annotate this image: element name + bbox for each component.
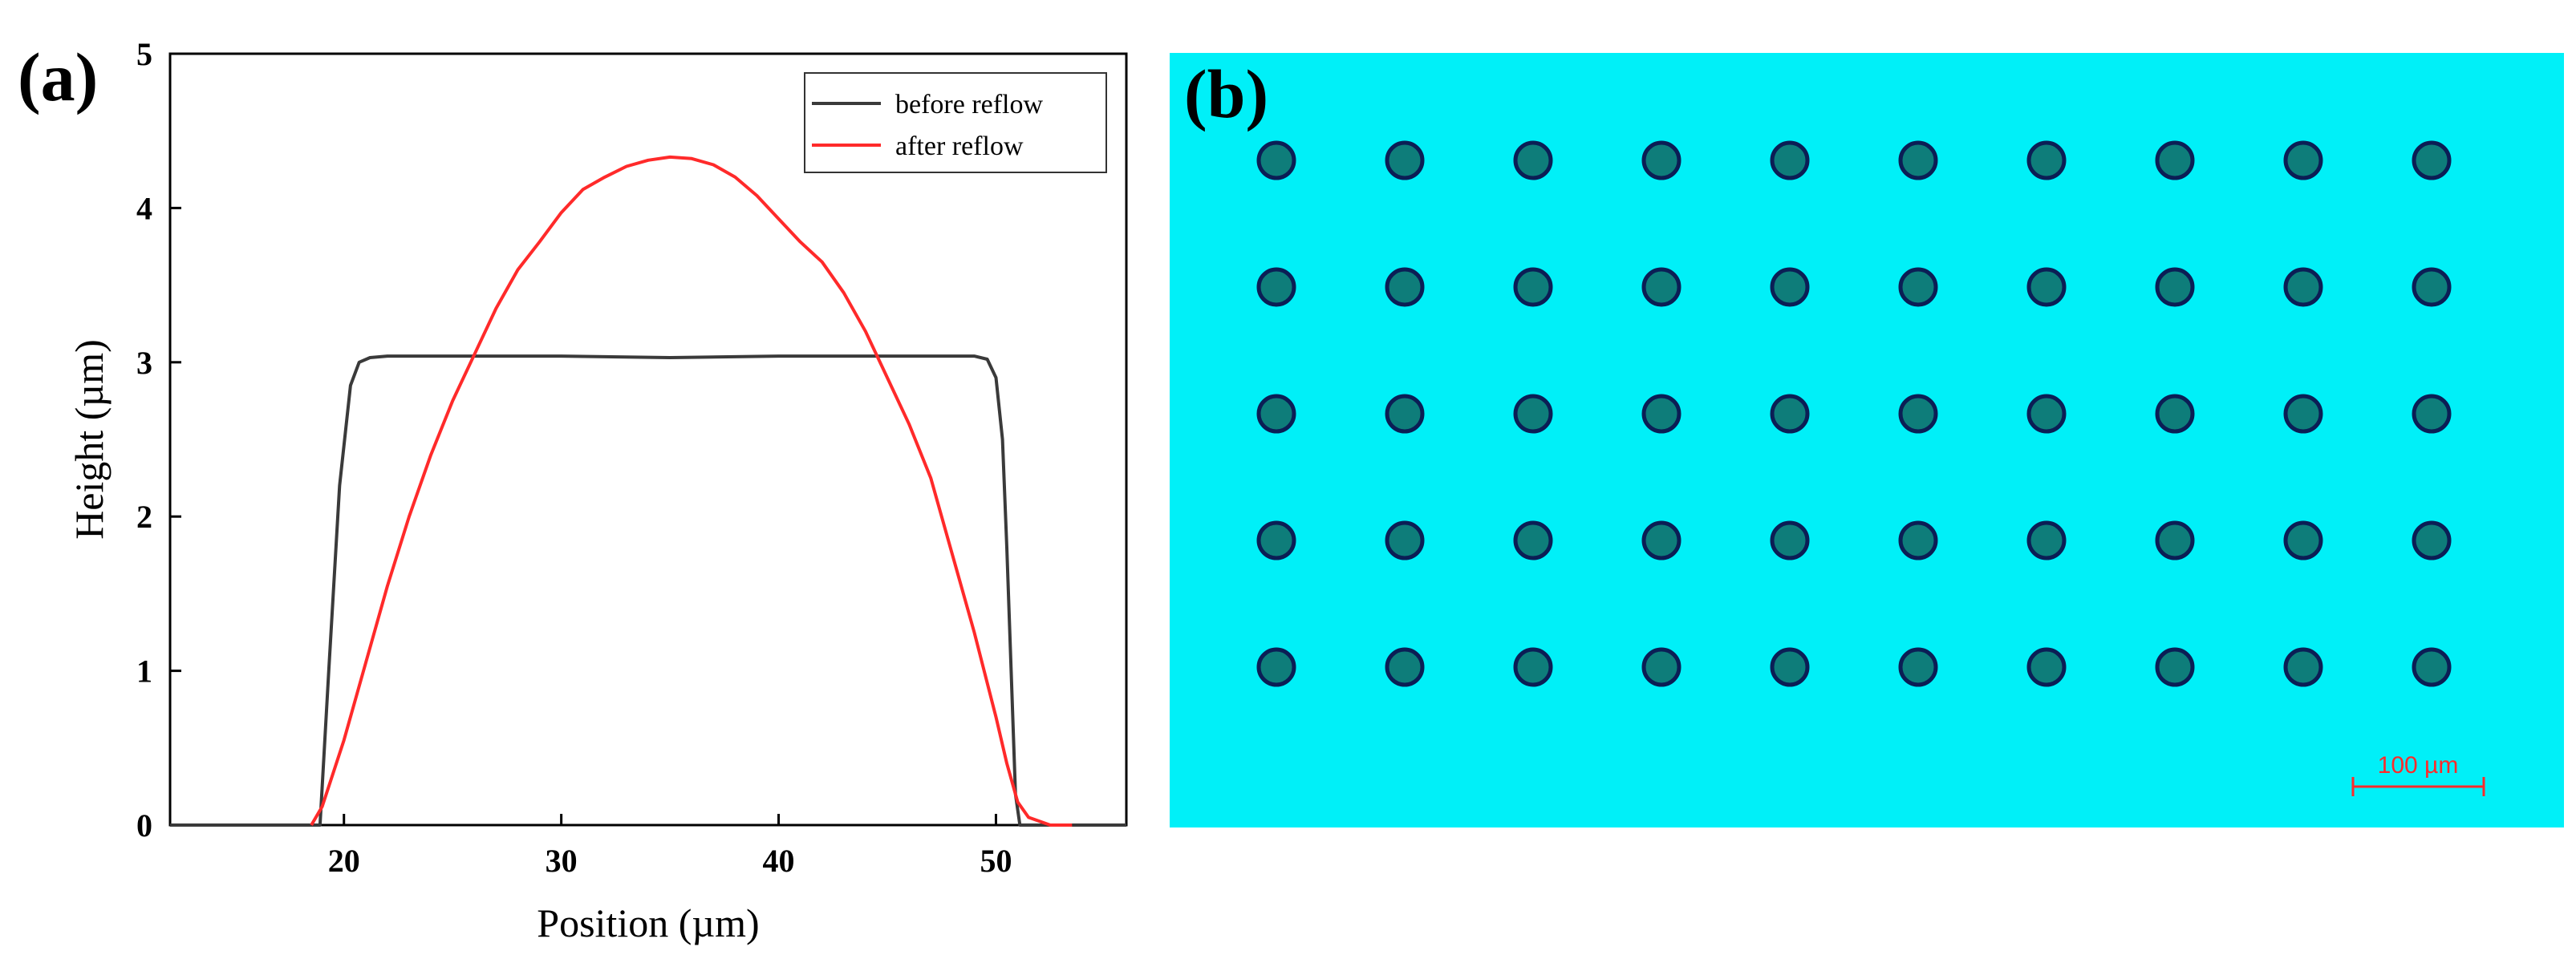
microlens-dot [2412, 520, 2452, 560]
microlens-dot [1256, 647, 1296, 687]
microlens-dot [2155, 520, 2195, 560]
microlens-dot [1770, 267, 1810, 307]
x-tick-label: 20 [328, 843, 360, 879]
microlens-dot [2412, 394, 2452, 434]
microlens-dot [1641, 267, 1681, 307]
y-tick-label: 4 [136, 190, 152, 226]
microlens-dot [1641, 647, 1681, 687]
microlens-dot [1256, 267, 1296, 307]
series-line-after-reflow [310, 155, 1073, 827]
microlens-dot [1256, 394, 1296, 434]
microlens-dot [1770, 140, 1810, 180]
microlens-dot [2283, 647, 2323, 687]
legend-label-before-reflow: before reflow [895, 90, 1044, 119]
microlens-dot [1513, 394, 1553, 434]
microlens-grid [1256, 140, 2452, 687]
series-line-before-reflow [170, 354, 1126, 827]
microlens-dot [1898, 394, 1938, 434]
microlens-dot [1256, 520, 1296, 560]
microlens-dot [2026, 140, 2067, 180]
microlens-dot [1641, 140, 1681, 180]
microlens-dot [1898, 520, 1938, 560]
y-tick-label: 0 [136, 807, 152, 844]
y-tick-label: 5 [136, 36, 152, 72]
x-axis-ticks: 20 30 40 50 [328, 814, 1012, 879]
microlens-dot [1385, 394, 1425, 434]
y-tick-label: 1 [136, 653, 152, 690]
microlens-dot [2026, 394, 2067, 434]
microlens-dot [1256, 140, 1296, 180]
microlens-dot [1770, 394, 1810, 434]
microlens-dot [1513, 140, 1553, 180]
legend-label-after-reflow: after reflow [895, 132, 1024, 161]
image-background [1170, 53, 2564, 827]
series-layer [170, 155, 1126, 827]
microlens-dot [1898, 267, 1938, 307]
microlens-dot [2283, 267, 2323, 307]
microlens-dot [1385, 267, 1425, 307]
microlens-dot [2026, 267, 2067, 307]
x-tick-label: 30 [546, 843, 578, 879]
x-tick-label: 50 [980, 843, 1012, 879]
microlens-dot [1513, 520, 1553, 560]
x-tick-label: 40 [763, 843, 795, 879]
y-axis-ticks: 0 1 2 3 4 5 [136, 36, 181, 844]
panel-b-label: (b) [1184, 55, 1268, 132]
y-axis-label: Height (µm) [67, 339, 112, 540]
panel-a-label: (a) [18, 38, 98, 115]
scale-bar-label: 100 µm [2378, 752, 2459, 779]
microlens-dot [2283, 520, 2323, 560]
microlens-dot [2155, 267, 2195, 307]
microlens-dot [1898, 140, 1938, 180]
microlens-dot [2412, 140, 2452, 180]
microlens-dot [1513, 267, 1553, 307]
microlens-dot [2412, 647, 2452, 687]
microlens-dot [1898, 647, 1938, 687]
microlens-dot [2155, 140, 2195, 180]
microlens-dot [2283, 394, 2323, 434]
microlens-dot [1641, 520, 1681, 560]
y-tick-label: 2 [136, 499, 152, 535]
microlens-array-image: (b) 100 µm [1170, 53, 2564, 827]
microlens-dot [1770, 520, 1810, 560]
legend-box [804, 72, 1107, 173]
plot-frame [168, 52, 1128, 827]
x-axis-label: Position (µm) [537, 900, 759, 945]
microlens-dot [2412, 267, 2452, 307]
microlens-dot [1385, 520, 1425, 560]
microlens-dot [1385, 647, 1425, 687]
microlens-dot [2283, 140, 2323, 180]
microlens-dot [2026, 647, 2067, 687]
legend: before reflow after reflow [804, 72, 1107, 173]
microlens-dot [1641, 394, 1681, 434]
microlens-dot [2155, 394, 2195, 434]
y-tick-label: 3 [136, 345, 152, 381]
microlens-dot [1770, 647, 1810, 687]
scale-bar: 100 µm [2351, 752, 2485, 796]
microlens-dot [1513, 647, 1553, 687]
height-profile-chart: (a) 20 30 40 50 0 1 2 3 4 5 Position (µm) Height… [18, 36, 1128, 945]
microlens-dot [2155, 647, 2195, 687]
microlens-dot [2026, 520, 2067, 560]
microlens-dot [1385, 140, 1425, 180]
